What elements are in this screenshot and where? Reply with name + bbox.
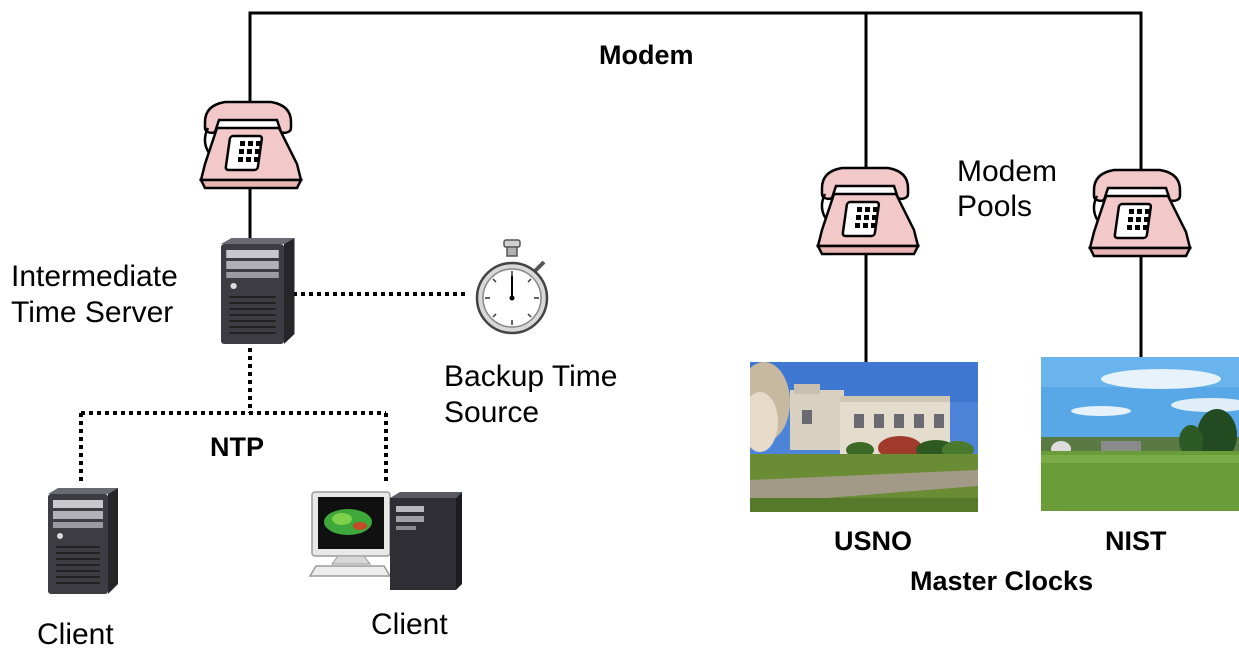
nist-photo (1041, 357, 1239, 511)
server-tower-icon (221, 238, 295, 344)
client-right-label: Client (371, 608, 448, 641)
backup-source-label-line2: Source (444, 396, 540, 429)
usno-label: USNO (834, 526, 913, 556)
server-tower-icon (48, 488, 118, 594)
modem-pools-label-line1: Modem (957, 155, 1058, 188)
modem-pools-label-line2: Pools (957, 190, 1033, 223)
nist-label: NIST (1105, 526, 1167, 556)
desktop-computer-icon (308, 491, 462, 590)
intermediate-server-label-line1: Intermediate (11, 260, 178, 293)
ntp-label: NTP (210, 432, 264, 462)
backup-source-label-line1: Backup Time (444, 360, 618, 393)
master-clocks-label: Master Clocks (910, 566, 1094, 596)
intermediate-server-label-line2: Time Server (11, 296, 174, 329)
stopwatch-icon (475, 239, 549, 335)
modem-line-top (248, 11, 1143, 180)
telephone-icon (199, 100, 303, 190)
telephone-icon (1088, 168, 1192, 258)
usno-photo (750, 362, 978, 512)
client-left-label: Client (37, 618, 114, 651)
telephone-icon (816, 166, 920, 256)
modem-label: Modem (599, 40, 694, 70)
